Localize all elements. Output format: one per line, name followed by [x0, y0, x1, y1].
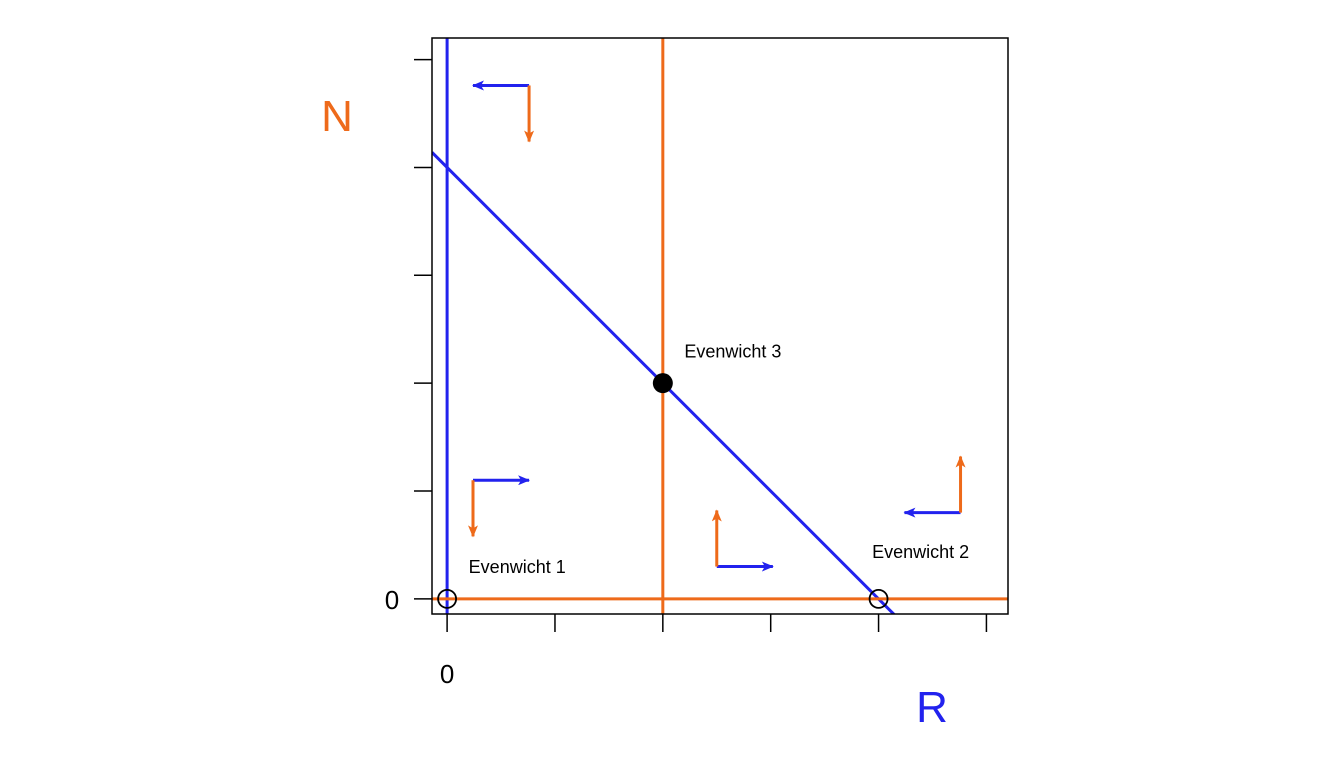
- equilibrium-label: Evenwicht 3: [684, 341, 781, 361]
- x-axis-ticks: 0: [440, 614, 988, 689]
- stable-equilibrium-point: [652, 373, 673, 394]
- direction-arrows: [467, 80, 966, 572]
- x-tick-label: 0: [440, 659, 454, 689]
- nullclines: [432, 38, 1008, 614]
- unstable-equilibrium-point: [868, 588, 889, 609]
- x-axis-label: R: [916, 683, 948, 732]
- y-axis-ticks: 0: [385, 58, 432, 615]
- y-axis-label: N: [321, 92, 353, 141]
- plot-frame: [431, 37, 1009, 615]
- equilibrium-labels: Evenwicht 1 Evenwicht 2 Evenwicht 3: [469, 341, 969, 577]
- y-tick-label: 0: [385, 585, 399, 615]
- unstable-equilibrium-point: [437, 588, 458, 609]
- equilibrium-label: Evenwicht 2: [872, 542, 969, 562]
- equilibrium-label: Evenwicht 1: [469, 557, 566, 577]
- equilibrium-points: [437, 373, 889, 609]
